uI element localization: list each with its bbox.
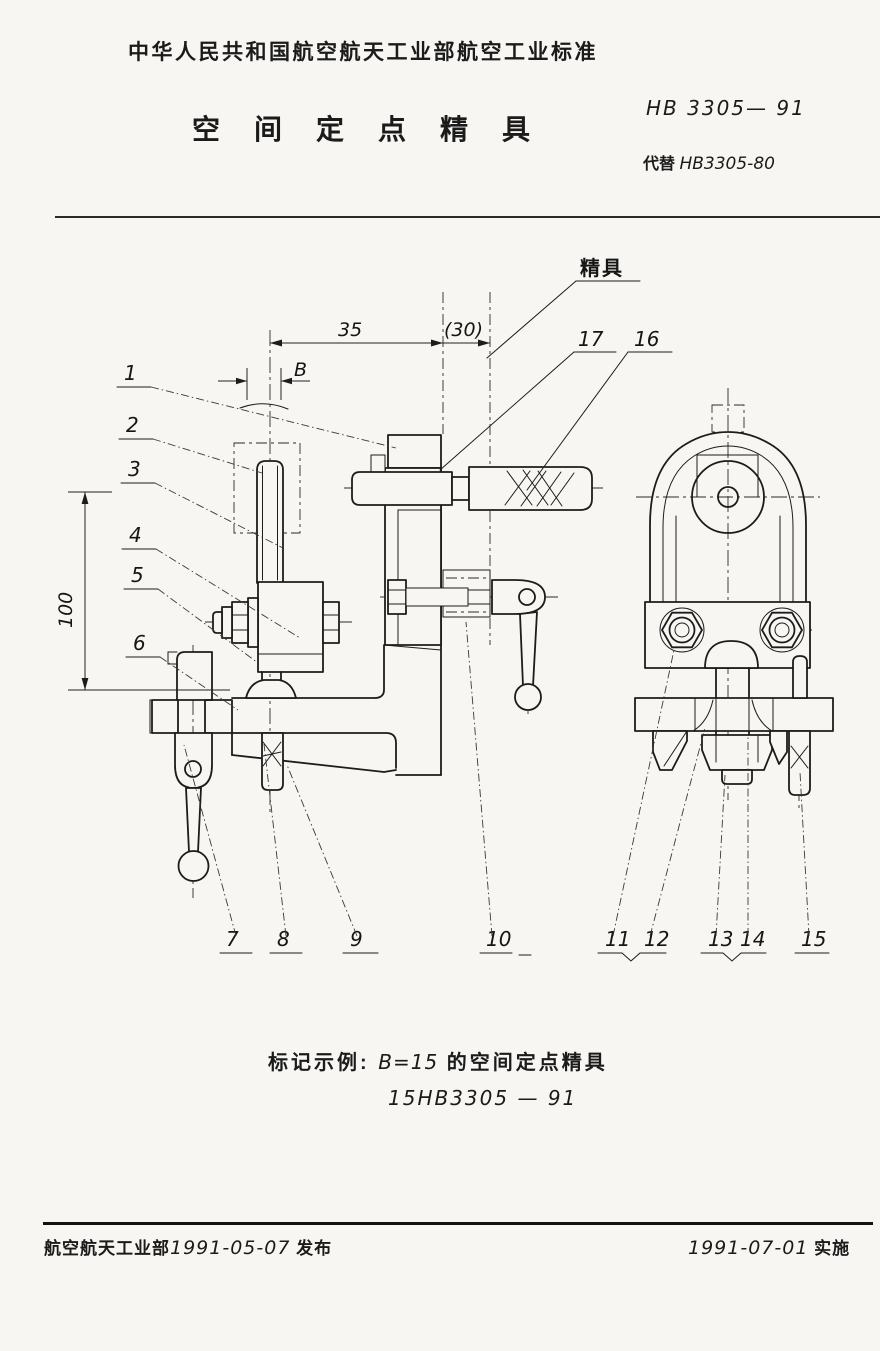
replaces-label: 代替 (643, 156, 676, 173)
screw-end-phantom (711, 404, 745, 433)
marking-example-label: 标记示例: (268, 1052, 370, 1074)
standard-number: HB 3305— 91 (646, 96, 806, 120)
callout-8: 8 (277, 927, 290, 951)
callout-11: 11 (605, 927, 630, 951)
callout-labels: 精具 17 16 1 2 3 4 5 (116, 256, 830, 962)
marking-example-text: 的空间定点精具 (446, 1052, 608, 1074)
dim-100-text: 100 (55, 592, 77, 628)
callout-3: 3 (128, 457, 141, 481)
left-clamp-and-lever (149, 651, 233, 882)
callout-15: 15 (801, 927, 826, 951)
callout-4: 4 (129, 523, 142, 547)
fixture-label-text: 精具 (580, 256, 624, 280)
knurl-marks (504, 469, 575, 507)
center-bolt-and-base (634, 640, 834, 785)
footer-divider-rule (43, 1222, 873, 1225)
dim-35-30: 35 (30) (270, 319, 490, 347)
marking-example-line: 标记示例: B=15 的空间定点精具 (268, 1046, 608, 1075)
right-view-front (634, 388, 834, 812)
marking-example-designation: 15HB3305 — 91 (388, 1086, 578, 1110)
dimensions: 35 (30) B 100 (55, 319, 490, 691)
callout-2: 2 (126, 413, 139, 437)
clamp-block-assembly (212, 581, 340, 673)
left-view-side-section (149, 292, 604, 898)
callout-16: 16 (634, 327, 659, 351)
side-knurled-pin (788, 655, 811, 796)
clamp-screw-rod (256, 460, 284, 584)
callout-14: 14 (740, 927, 765, 951)
replaced-standard-number: HB3305-80 (679, 154, 775, 174)
left-nut (659, 607, 705, 653)
dim-100: 100 (55, 491, 230, 691)
marking-example-spec: B=15 (378, 1050, 439, 1074)
footer-implementation-info: 1991-07-01 实施 (688, 1234, 850, 1259)
page-title: 空间定点精具 (192, 114, 565, 145)
callout-13: 13 (708, 927, 733, 951)
callout-7: 7 (226, 927, 239, 951)
callout-9: 9 (350, 927, 363, 951)
yoke-arch (649, 431, 807, 603)
fixture-pad-and-clamp-bolt (387, 569, 546, 711)
fixture-phantom-planes (442, 292, 491, 645)
document-header-line: 中华人民共和国航空航天工业部航空工业标准 (128, 41, 598, 64)
dim-35-text: 35 (338, 319, 362, 341)
implementation-verb: 实施 (814, 1239, 851, 1258)
dim-B: B (218, 359, 310, 400)
bell-foot-and-locator-pin (245, 671, 297, 791)
workpiece-phantom-outline (233, 403, 301, 534)
callout-12: 12 (644, 927, 669, 951)
implementation-date: 1991-07-01 (688, 1237, 809, 1259)
issue-date: 1991-05-07 (170, 1237, 291, 1259)
locating-pin-and-knurled-handle (351, 466, 593, 511)
callout-5: 5 (131, 563, 144, 587)
callout-6: 6 (133, 631, 146, 655)
fixture-label: 精具 (486, 256, 641, 359)
dim-b-text: B (294, 359, 307, 381)
dim-30-text: (30) (444, 319, 483, 341)
callout-10: 10 (486, 927, 511, 951)
header-divider-rule (55, 216, 880, 218)
callout-1: 1 (124, 361, 137, 385)
replaces-note: 代替 HB3305-80 (643, 150, 775, 174)
right-nut (759, 607, 805, 653)
callout-17: 17 (578, 327, 604, 351)
footer-issue-info: 航空航天工业部1991-05-07 发布 (44, 1234, 332, 1259)
issuer-name: 航空航天工业部 (44, 1239, 170, 1258)
issue-verb: 发布 (296, 1239, 333, 1258)
